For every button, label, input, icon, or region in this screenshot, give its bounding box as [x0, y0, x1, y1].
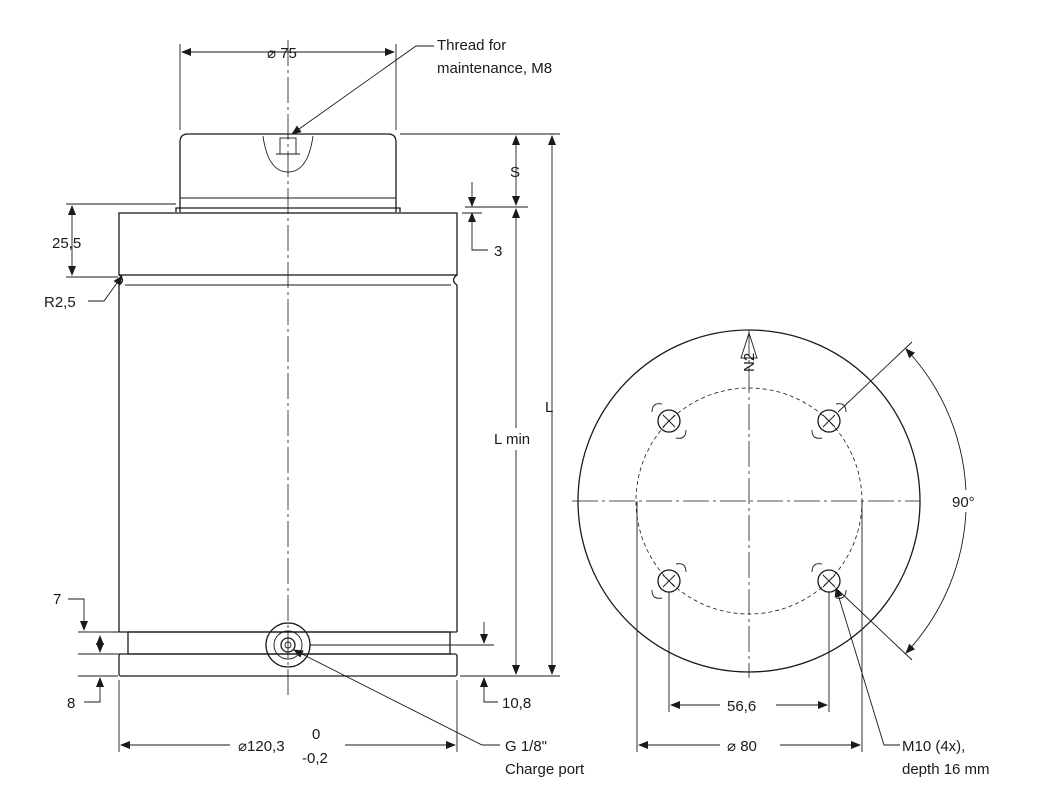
- dim-top-diameter: ⌀ 75: [267, 45, 297, 62]
- dim-collar-height: 25,5: [52, 235, 81, 252]
- n2-mark: N2: [740, 331, 758, 372]
- charge-port-leader: [293, 649, 500, 746]
- dim-radius: R2,5: [44, 294, 76, 311]
- hole-leader: [834, 587, 900, 746]
- dim-line-groove: [68, 598, 88, 631]
- end-view: N2 90°: [572, 329, 990, 778]
- thread-leader: [291, 45, 434, 135]
- svg-text:N2: N2: [741, 353, 758, 372]
- cylinder-body: [118, 285, 458, 632]
- side-view: ⌀ 75 Thread for maintenance, M8 S L L mi…: [44, 37, 585, 778]
- lower-groove: [127, 631, 451, 655]
- hole-note-line2: depth 16 mm: [902, 761, 990, 778]
- thread-note-line1: Thread for: [437, 37, 506, 54]
- dim-total-length: L: [545, 399, 553, 416]
- tolerance-lower: -0,2: [302, 750, 328, 767]
- piston-seat: [175, 207, 401, 212]
- cylinder-base: [118, 653, 458, 677]
- tolerance-upper: 0: [312, 726, 320, 743]
- dim-groove: 7: [53, 591, 61, 608]
- dim-top-offset: 3: [494, 243, 502, 260]
- thread-note-line2: maintenance, M8: [437, 60, 552, 77]
- thread-hole-m8: [262, 135, 314, 173]
- dim-body-diameter: ⌀120,3: [238, 738, 285, 755]
- angle-label: 90°: [952, 494, 975, 511]
- dim-stroke: S: [510, 164, 520, 181]
- dim-pcd-diameter: ⌀ 80: [727, 738, 757, 755]
- port-note-line2: Charge port: [505, 761, 585, 778]
- mounting-hole-top-left: [651, 403, 687, 439]
- hole-note-line1: M10 (4x),: [902, 738, 965, 755]
- dim-base: 8: [67, 695, 75, 712]
- dim-line-port-height: [480, 677, 498, 703]
- dim-min-length: L min: [494, 431, 530, 448]
- radius-leader: [88, 275, 123, 302]
- piston-rod: [179, 133, 397, 212]
- dim-port-height: 10,8: [502, 695, 531, 712]
- mounting-hole-top-right: [811, 403, 847, 439]
- dim-hole-spacing: 56,6: [727, 698, 756, 715]
- dim-line-top-offset: [468, 212, 488, 251]
- dim-line-base: [84, 677, 104, 703]
- port-note-line1: G 1/8": [505, 738, 547, 755]
